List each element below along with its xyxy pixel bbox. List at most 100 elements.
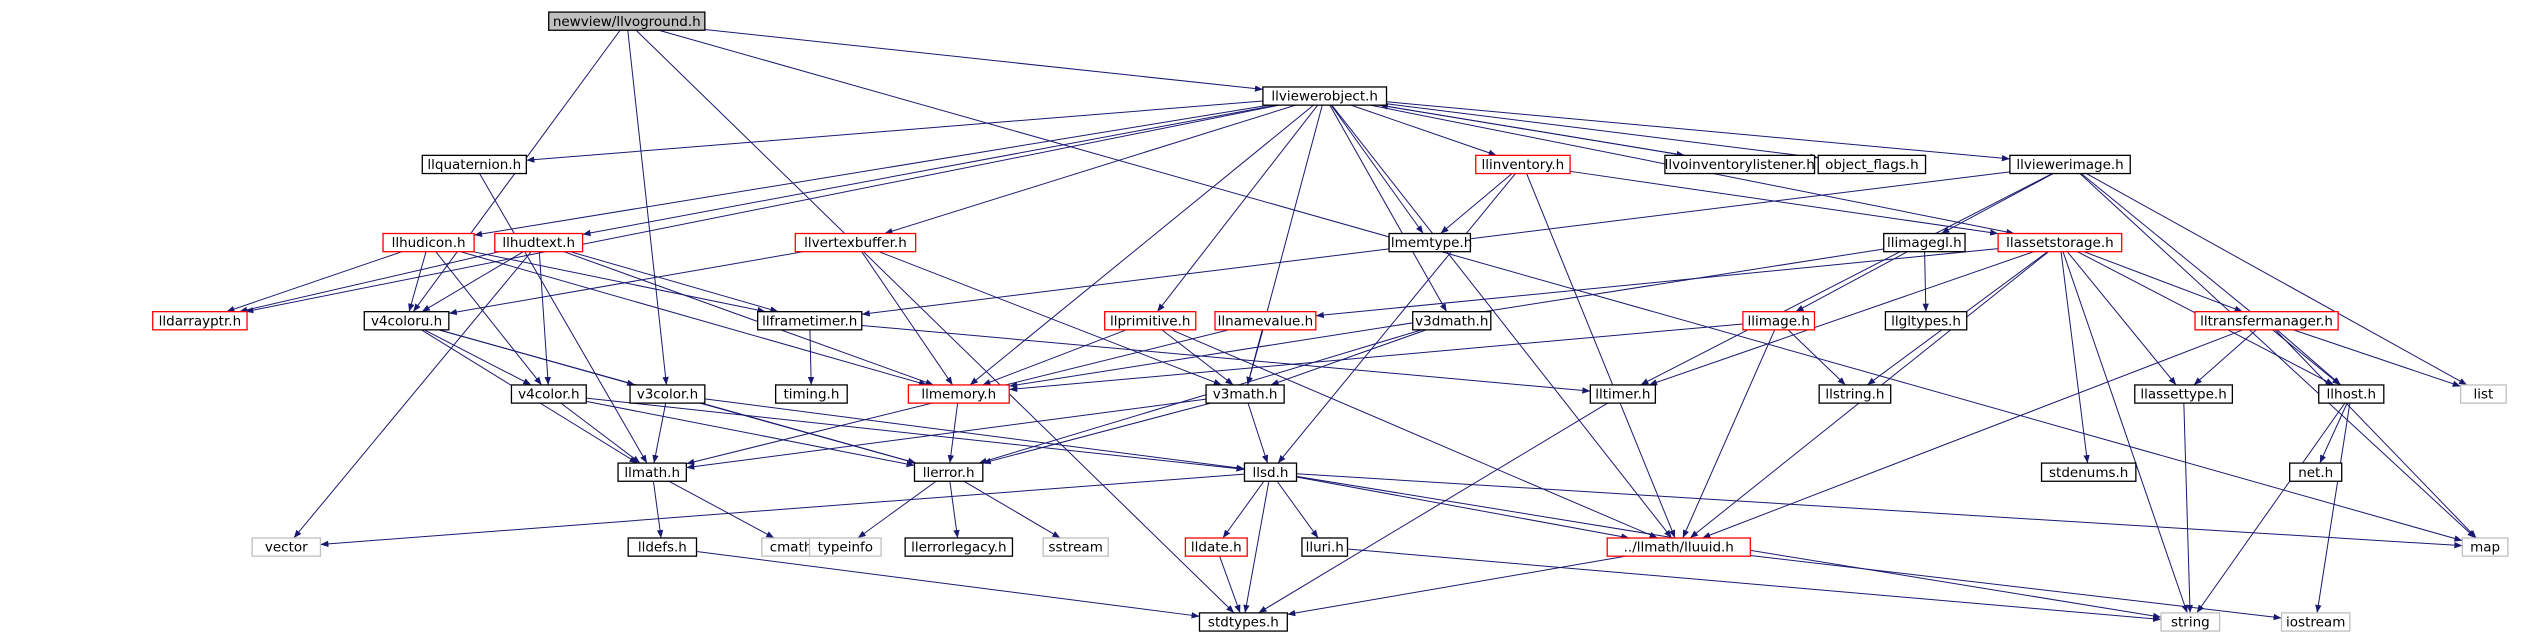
node-llquaternion[interactable]: llquaternion.h [421,154,528,175]
node-llframetimer[interactable]: llframetimer.h [757,311,863,331]
edge-llhudtext-to-llmemory [563,251,934,386]
edge-llmath-to-cmath [668,480,775,539]
node-llnamevalue[interactable]: llnamevalue.h [1214,311,1317,331]
edge-llviewerobject-to-llviewerimage [1386,101,2010,162]
node-box [510,384,587,404]
node-v4color[interactable]: v4color.h [510,384,587,404]
node-llsd[interactable]: llsd.h [1243,462,1298,482]
node-lltimer[interactable]: lltimer.h [1589,384,1657,404]
node-box [1262,86,1388,106]
node-label: llimage.h [1747,313,1809,329]
edge-llviewerimage-to-list [2086,173,2468,386]
node-label: string [2171,615,2210,631]
edge-llimage-to-llstring [1787,329,1846,386]
node-label: llmemory.h [921,387,996,403]
edge-lltimer-to-stdtypes [1258,402,1608,614]
edge-lltransfermanager-to-list [2293,329,2461,387]
node-llhudicon[interactable]: llhudicon.h [382,232,475,253]
node-box [1664,154,1816,175]
node-label: net.h [2298,465,2333,481]
node-llgltypes[interactable]: llgltypes.h [1884,311,1968,331]
edge-llviewerimage-to-lltimer [1640,173,2053,386]
node-llerrorlegacy[interactable]: llerrorlegacy.h [904,537,1014,557]
node-box [494,232,584,253]
node-box [152,311,248,331]
node-llinventory[interactable]: llinventory.h [1475,154,1571,175]
node-box [2194,311,2339,331]
node-llvoinventorylistener[interactable]: llvoinventorylistener.h [1664,154,1816,175]
node-label: v3math.h [1213,387,1278,403]
node-llmemtype[interactable]: llmemtype.h [1387,232,1472,253]
node-llassettype[interactable]: llassettype.h [2134,384,2234,404]
edge-llviewerimage-to-llimagegl [1941,173,2054,234]
edge-llvertexbuffer-to-v4coloru [448,251,804,316]
edge-root-to-v3color [627,30,669,385]
node-v4coloru[interactable]: v4coloru.h [363,311,450,331]
edge-llsd-to-vector [320,473,1245,548]
edge-v3color-to-llerror [699,402,917,465]
edge-v3dmath-to-v3math [1270,329,1427,386]
edge-llinventory-to-llassetstorage [1569,170,1999,236]
edge-llhudtext-to-llframetimer [570,251,779,313]
node-v3color[interactable]: v3color.h [629,384,706,404]
node-llmath[interactable]: llmath.h [617,462,687,482]
node-box [1606,537,1751,557]
node-object_flags[interactable]: object_flags.h [1817,154,1927,175]
node-lltransfermanager[interactable]: lltransfermanager.h [2194,311,2339,331]
node-llstring[interactable]: llstring.h [1818,384,1892,404]
node-v3math[interactable]: v3math.h [1205,384,1285,404]
node-lldate[interactable]: lldate.h [1184,537,1248,557]
node-llimage[interactable]: llimage.h [1742,311,1816,331]
edge-llinventory-to-llmemtype [1440,173,1513,234]
node-box [1817,154,1927,175]
node-lldarrayptr[interactable]: lldarrayptr.h [152,311,248,331]
node-timing[interactable]: timing.h [774,384,848,404]
node-box [627,537,698,557]
node-llerror[interactable]: llerror.h [913,462,984,482]
node-lluri[interactable]: lluri.h [1301,537,1349,557]
node-label: vector [265,540,308,556]
node-label: sstream [1049,540,1103,556]
node-lluuid[interactable]: ../llmath/lluuid.h [1606,537,1751,557]
edge-llviewerobject-to-lluuid [1331,104,1673,539]
edge-llviewerobject-to-llinventory [1350,104,1497,156]
edge-llvertexbuffer-to-llmemory [861,251,954,386]
edge-lltransfermanager-to-lluuid [1702,329,2244,539]
node-llimagegl[interactable]: llimagegl.h [1883,232,1966,253]
node-box [1818,384,1892,404]
node-net[interactable]: net.h [2289,462,2343,482]
node-root[interactable]: newview/llvoground.h [548,11,706,31]
node-label: object_flags.h [1825,157,1919,173]
node-label: timing.h [783,387,839,403]
edge-root-to-llviewerobject [704,29,1263,92]
node-label: v3color.h [637,387,698,403]
node-label: llinventory.h [1482,157,1565,173]
node-lldefs[interactable]: lldefs.h [627,537,698,557]
edge-llassetstorage-to-llnamevalue [1315,248,1999,319]
edge-llinventory-to-llsd [1277,173,1516,464]
node-llmemory[interactable]: llmemory.h [907,384,1010,404]
node-llvertexbuffer[interactable]: llvertexbuffer.h [794,232,917,253]
node-llviewerobject[interactable]: llviewerobject.h [1262,86,1388,106]
node-llhudtext[interactable]: llhudtext.h [494,232,584,253]
node-llhost[interactable]: llhost.h [2318,384,2385,404]
node-box [2009,154,2131,175]
edge-llnamevalue-to-v3math [1246,329,1264,386]
node-llprimitive[interactable]: llprimitive.h [1104,311,1197,331]
node-llviewerimage[interactable]: llviewerimage.h [2009,154,2131,175]
edge-llassetstorage-to-stdenums [2060,251,2090,464]
node-map: map [2461,537,2509,557]
node-label: v4coloru.h [371,313,442,329]
node-stdenums[interactable]: stdenums.h [2040,462,2137,482]
edge-llvoinventorylistener-to-llviewerobject [1379,103,1685,156]
node-llassetstorage[interactable]: llassetstorage.h [1997,232,2123,253]
node-stdtypes[interactable]: stdtypes.h [1198,612,1288,632]
edge-llsd-to-lldate [1222,480,1265,539]
edge-lltransfermanager-to-llassettype [2193,329,2257,386]
edge-llsd-to-stdtypes [1243,481,1270,613]
edge-llassetstorage-to-lltimer [1648,251,2034,386]
node-v3dmath[interactable]: v3dmath.h [1412,311,1492,331]
edge-llprimitive-to-lluuid [1171,329,1658,539]
node-label: iostream [2286,615,2345,631]
edge-llhost-to-string [2196,402,2346,614]
